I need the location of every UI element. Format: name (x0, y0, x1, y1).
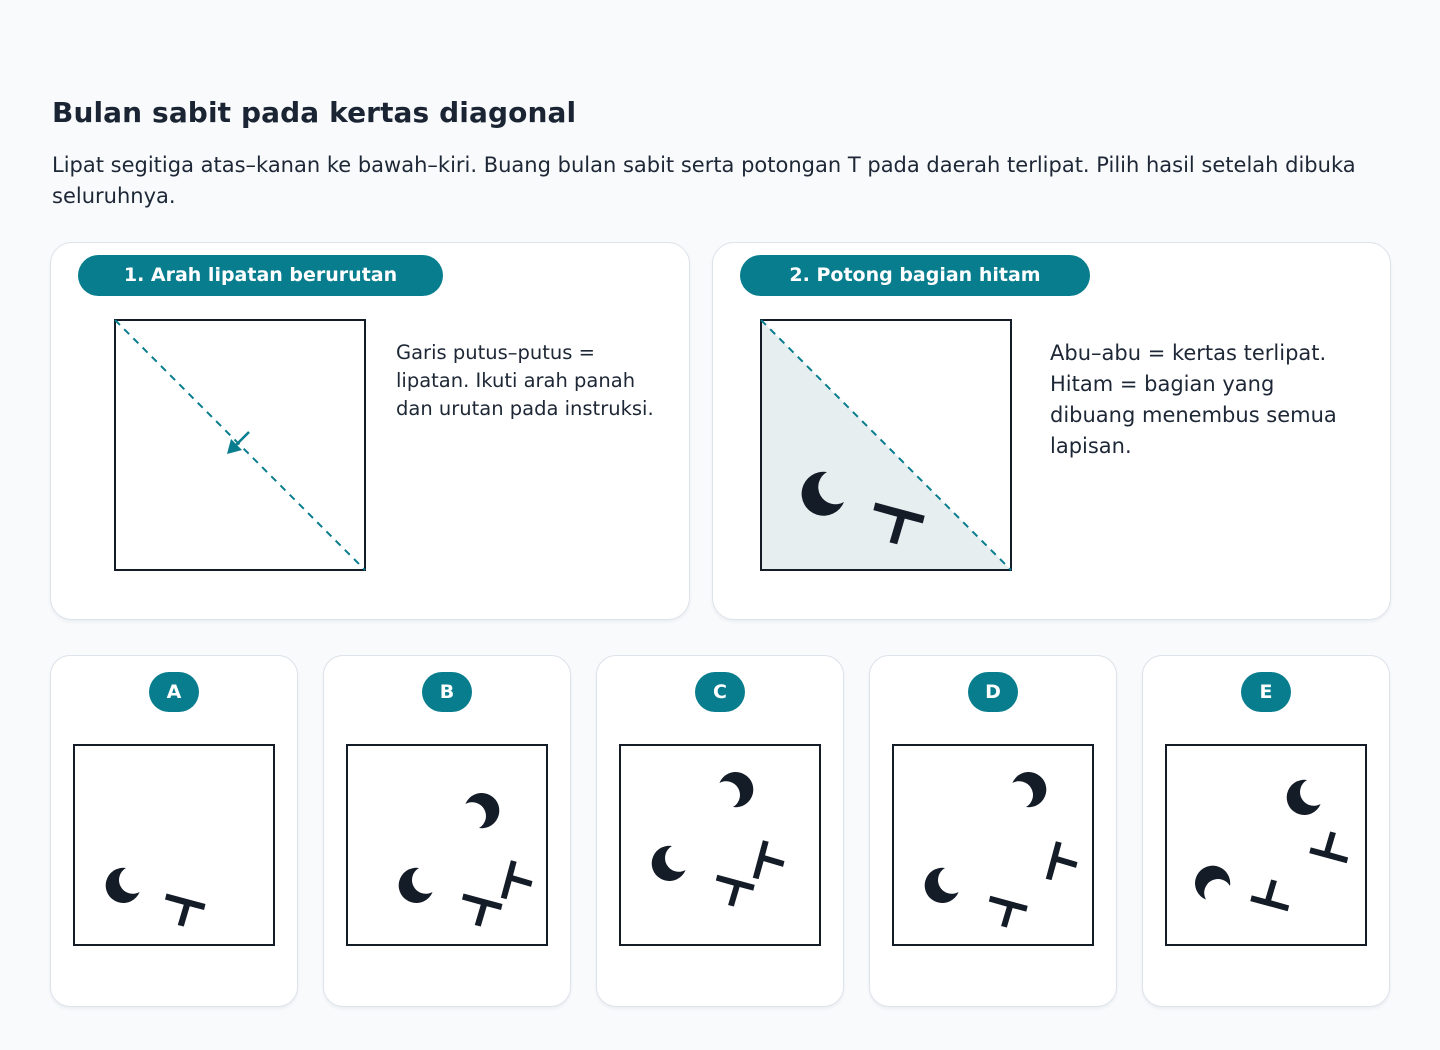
step-1-label: 1. Arah lipatan berurutan (78, 255, 443, 296)
option-a-badge: A (149, 672, 199, 712)
option-d-badge: D (968, 672, 1018, 712)
option-d-figure (892, 744, 1094, 946)
option-c[interactable]: C (596, 655, 844, 1007)
option-b-figure (346, 744, 548, 946)
cut-panel: 2. Potong bagian hitam Abu–abu = kertas … (712, 242, 1391, 620)
step-2-note: Abu–abu = kertas terlipat. Hitam = bagia… (1050, 341, 1337, 458)
option-a-figure (73, 744, 275, 946)
paper-square (760, 319, 1012, 571)
option-a[interactable]: A (50, 655, 298, 1007)
option-d[interactable]: D (869, 655, 1117, 1007)
option-b-badge: B (422, 672, 472, 712)
option-c-badge: C (695, 672, 745, 712)
fold-line (760, 319, 1012, 571)
instructions: Lipat segitiga atas–kanan ke bawah–kiri.… (52, 153, 1356, 208)
option-e[interactable]: E (1142, 655, 1390, 1007)
step-1-note: Garis putus–putus = lipatan. Ikuti arah … (396, 341, 654, 420)
page-title: Bulan sabit pada kertas diagonal (52, 96, 577, 129)
fold-arrow-icon (227, 431, 250, 454)
cut-diagram (760, 319, 1012, 571)
option-e-badge: E (1241, 672, 1291, 712)
option-e-figure (1165, 744, 1367, 946)
option-b[interactable]: B (323, 655, 571, 1007)
step-2-label: 2. Potong bagian hitam (740, 255, 1090, 296)
fold-diagram (114, 319, 366, 571)
fold-line (114, 319, 366, 571)
fold-direction-panel: 1. Arah lipatan berurutan Garis putus–pu… (50, 242, 690, 620)
option-c-figure (619, 744, 821, 946)
